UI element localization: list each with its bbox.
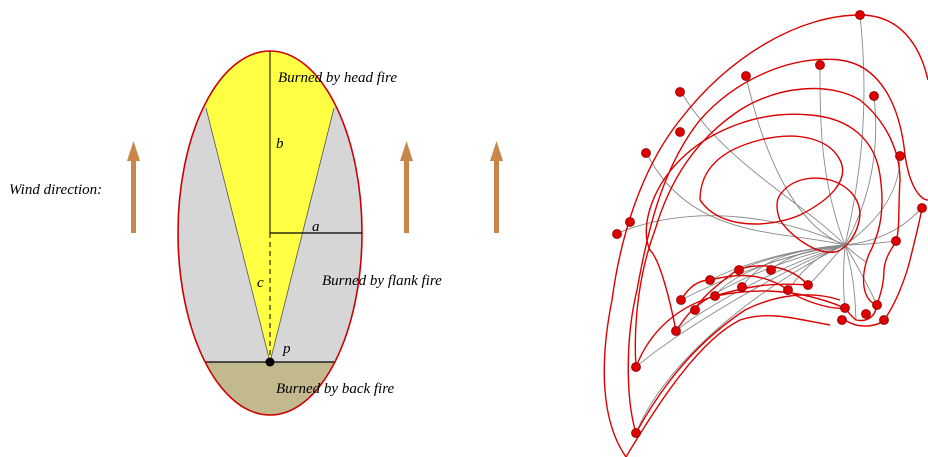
spread-marker: [855, 10, 865, 20]
spread-marker: [631, 428, 641, 438]
wind-arrow-middle: [400, 141, 413, 233]
spread-marker: [710, 291, 720, 301]
spread-marker: [676, 295, 686, 305]
spread-marker: [840, 303, 850, 313]
spread-marker: [625, 217, 635, 227]
spread-markers: [612, 10, 927, 438]
spread-marker: [861, 309, 871, 319]
spread-marker: [872, 300, 882, 310]
ignition-point: [265, 357, 275, 367]
spread-marker: [641, 148, 651, 158]
spread-marker: [895, 151, 905, 161]
var-a-label: a: [312, 219, 320, 235]
spread-marker: [917, 203, 927, 213]
spread-marker: [631, 362, 641, 372]
spread-marker: [815, 60, 825, 70]
flank-fire-label: Burned by flank fire: [322, 273, 442, 289]
wind-arrow-left: [127, 141, 140, 233]
head-wedge-right-edge: [269, 107, 335, 363]
spread-marker: [879, 315, 889, 325]
ellipse-fire-model: Burned by head fire Burned by flank fire…: [9, 50, 503, 416]
spread-marker: [837, 315, 847, 325]
fire-spread-contours: [603, 10, 928, 457]
spread-contour-lines: [603, 14, 928, 457]
spread-marker: [612, 229, 622, 239]
spread-marker: [675, 87, 685, 97]
wind-arrow-right: [490, 141, 503, 233]
spread-marker: [690, 305, 700, 315]
spread-marker: [741, 71, 751, 81]
spread-marker: [705, 275, 715, 285]
var-c-label: c: [257, 275, 264, 291]
var-b-label: b: [276, 136, 284, 152]
head-fire-label: Burned by head fire: [278, 70, 397, 86]
spread-marker: [783, 285, 793, 295]
spread-marker: [869, 91, 879, 101]
spread-marker: [737, 282, 747, 292]
spread-marker: [891, 236, 901, 246]
spread-marker: [671, 326, 681, 336]
spread-marker: [675, 127, 685, 137]
spread-marker: [734, 265, 744, 275]
var-p-label: p: [282, 341, 291, 357]
spread-marker: [803, 280, 813, 290]
wind-direction-label: Wind direction:: [9, 182, 102, 198]
back-fire-label: Burned by back fire: [276, 381, 394, 397]
spread-marker: [766, 265, 776, 275]
head-wedge-left-edge: [205, 107, 271, 363]
